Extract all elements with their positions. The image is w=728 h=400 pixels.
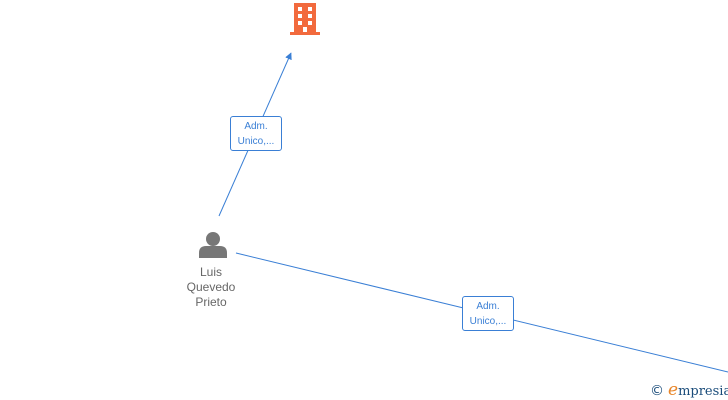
edge-label-person-to-company[interactable]: Adm. Unico,... [230, 116, 282, 151]
edge-label-line: Unico,... [469, 316, 507, 327]
person-icon[interactable] [199, 232, 227, 258]
person-name-line: Prieto [195, 295, 227, 309]
edge-label-line: Adm. [244, 121, 268, 132]
person-name-line: Quevedo [186, 280, 236, 294]
empresia-watermark: ©empresia [650, 380, 728, 400]
brand-name: mpresia [678, 384, 728, 399]
edge-label-line: Unico,... [237, 136, 275, 147]
edge-label-person-to-offscreen[interactable]: Adm. Unico,... [462, 296, 514, 331]
person-name-label[interactable]: Luis Quevedo Prieto [166, 265, 256, 310]
building-icon[interactable] [290, 3, 320, 35]
brand-initial: e [668, 380, 679, 400]
person-name-line: Luis [199, 265, 222, 279]
edge-label-line: Adm. [476, 301, 500, 312]
copyright-symbol: © [650, 383, 664, 399]
